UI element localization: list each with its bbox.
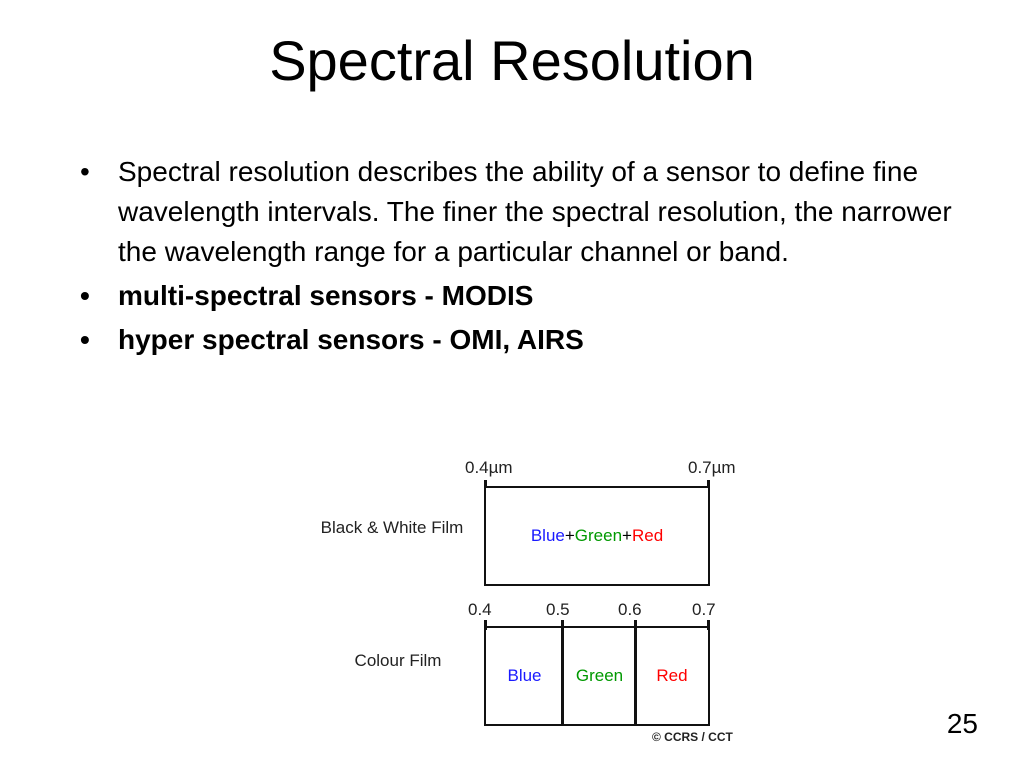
band-green-cell: Green [563, 628, 636, 724]
bw-band-box: Blue+Green+Red [484, 486, 710, 586]
bw-end-wavelength-label: 0.7µm [688, 458, 736, 477]
bullet-marker: • [80, 156, 90, 187]
bullet-item: • multi-spectral sensors - MODIS [80, 276, 960, 316]
colour-tick-label: 0.6 [618, 600, 642, 619]
bullet-text: Spectral resolution describes the abilit… [118, 156, 952, 267]
bullet-list: • Spectral resolution describes the abil… [80, 152, 960, 364]
tick-mark [707, 620, 710, 630]
colour-film-label: Colour Film [354, 651, 442, 670]
colour-tick-label: 0.7 [692, 600, 716, 619]
bw-band-text: Blue+Green+Red [486, 488, 708, 584]
plus-sign: + [622, 526, 632, 545]
band-red-label: Red [656, 666, 688, 685]
band-divider [634, 626, 637, 726]
bullet-item: • hyper spectral sensors - OMI, AIRS [80, 320, 960, 360]
bullet-marker: • [80, 324, 90, 355]
tick-mark [561, 620, 564, 630]
copyright-notice: © CCRS / CCT [652, 730, 733, 744]
bullet-item: • Spectral resolution describes the abil… [80, 152, 960, 272]
bullet-marker: • [80, 280, 90, 311]
bullet-text: multi-spectral sensors - MODIS [118, 280, 534, 311]
band-red-cell: Red [636, 628, 708, 724]
tick-mark [484, 480, 487, 488]
colour-band-box: Blue Green Red [484, 626, 710, 726]
bw-start-wavelength-label: 0.4µm [465, 458, 513, 477]
bullet-text: hyper spectral sensors - OMI, AIRS [118, 324, 584, 355]
band-green-label: Green [575, 666, 624, 685]
band-blue-label: Blue [507, 666, 542, 685]
colour-tick-label: 0.4 [468, 600, 492, 619]
tick-mark [707, 480, 710, 488]
bw-film-label: Black & White Film [320, 518, 464, 537]
plus-sign: + [564, 526, 575, 545]
page-number: 25 [946, 708, 978, 739]
slide-title: Spectral Resolution [269, 29, 755, 92]
colour-tick-label: 0.5 [546, 600, 570, 619]
band-blue-label: Blue [530, 526, 565, 545]
tick-mark [484, 620, 487, 630]
band-blue-cell: Blue [486, 628, 563, 724]
tick-mark [634, 620, 637, 630]
band-red-label: Red [631, 526, 664, 545]
band-green-label: Green [574, 526, 623, 545]
band-divider [561, 626, 564, 726]
spectral-band-diagram: 0.4µm 0.7µm Black & White Film Blue+Gree… [300, 446, 780, 751]
